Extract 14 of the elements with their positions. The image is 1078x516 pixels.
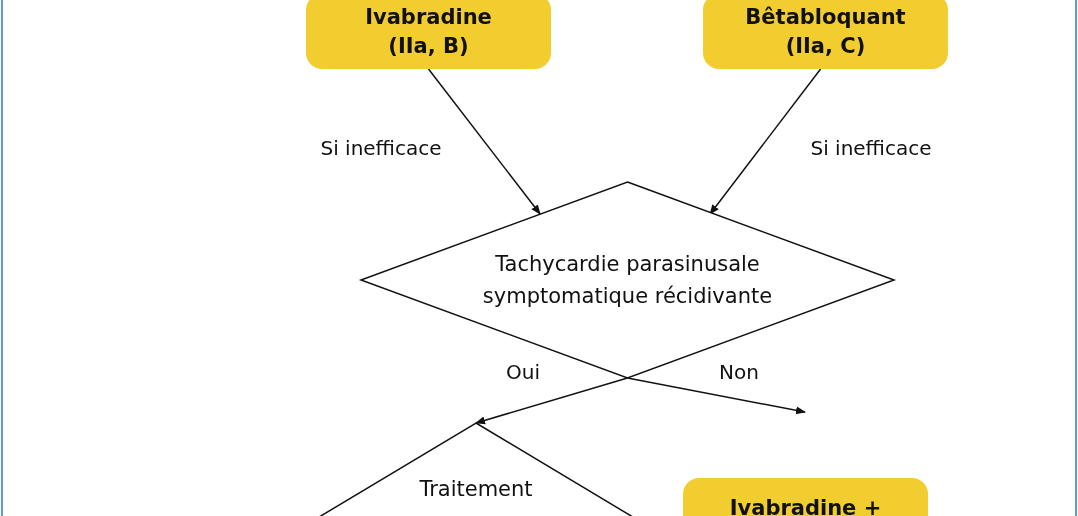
arrow bbox=[709, 68, 822, 215]
arrow bbox=[626, 377, 806, 415]
treatment-text: Bêtabloquant bbox=[745, 4, 906, 31]
arrow bbox=[427, 68, 541, 215]
decision-text: Tachycardie parasinusale symptomatique récidivante bbox=[481, 251, 774, 310]
treatment-text: (IIa, B) bbox=[388, 33, 469, 60]
treatment-box bbox=[703, 0, 948, 69]
treatment-text: Ivabradine + bbox=[729, 495, 882, 516]
decision-text: Traitement bbox=[418, 476, 534, 503]
treatment-text: (IIa, C) bbox=[785, 33, 866, 60]
treatment-text: Ivabradine bbox=[365, 4, 492, 31]
treatment-box bbox=[306, 0, 551, 69]
arrow bbox=[475, 377, 629, 425]
decision-diamond bbox=[361, 182, 894, 378]
